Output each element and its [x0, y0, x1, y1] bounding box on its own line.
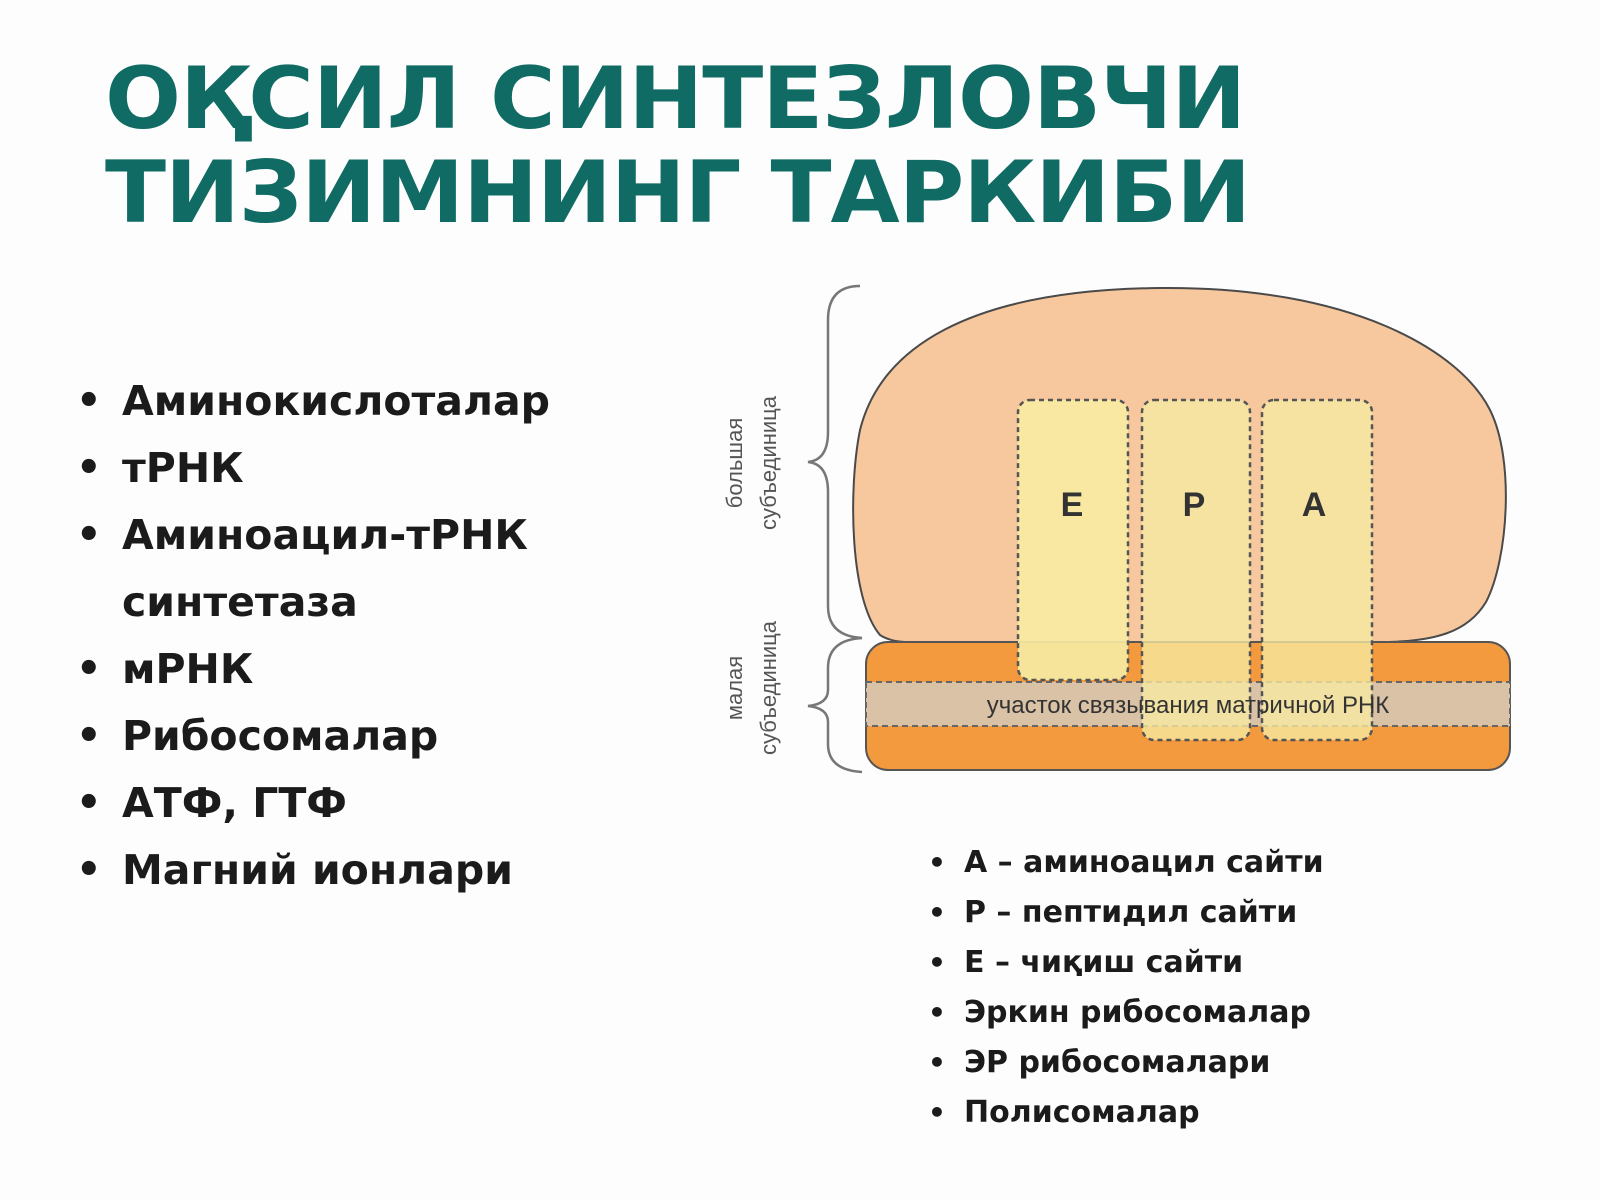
large-subunit-label-2: субъединица	[756, 395, 781, 530]
e-site	[1016, 398, 1130, 682]
list-item-mrna: мРНК	[72, 636, 722, 703]
legend-list: А – аминоацил сайти Р – пептидил сайти Е…	[928, 838, 1324, 1138]
legend-item-er-ribosomes: ЭР рибосомалари	[928, 1038, 1324, 1088]
a-site-label: A	[1302, 486, 1327, 524]
ribosome-diagram: E P A участок связывания матричной РНК б…	[722, 284, 1511, 774]
list-item-aminoacyl-trna-synthetase: Аминоацил-тРНК синтетаза	[72, 502, 722, 636]
small-subunit-brace	[807, 636, 863, 774]
list-item-atp-gtp: АТФ, ГТФ	[72, 770, 722, 837]
p-site-label: P	[1183, 486, 1206, 524]
title-line-1: ОҚСИЛ СИНТЕЗЛОВЧИ	[105, 49, 1246, 149]
legend-item-free-ribosomes: Эркин рибосомалар	[928, 988, 1324, 1038]
small-subunit-label-2: субъединица	[756, 620, 781, 755]
legend-item-p-site: Р – пептидил сайти	[928, 888, 1324, 938]
a-site	[1260, 398, 1374, 742]
title-line-2: ТИЗИМНИНГ ТАРКИБИ	[105, 143, 1251, 243]
list-item-ribosomes: Рибосомалар	[72, 703, 722, 770]
p-site	[1140, 398, 1252, 742]
large-subunit-brace	[807, 284, 863, 640]
large-subunit-label-1: большая	[722, 418, 747, 508]
list-item-aminoacids: Аминокислоталар	[72, 368, 722, 435]
components-list: Аминокислоталар тРНК Аминоацил-тРНК синт…	[72, 368, 722, 904]
page-title: ОҚСИЛ СИНТЕЗЛОВЧИ ТИЗИМНИНГ ТАРКИБИ	[105, 49, 1251, 243]
legend-item-e-site: Е – чиқиш сайти	[928, 938, 1324, 988]
legend-item-a-site: А – аминоацил сайти	[928, 838, 1324, 888]
list-item-magnesium-ions: Магний ионлари	[72, 837, 722, 904]
small-subunit-label-1: малая	[722, 656, 747, 720]
legend-item-polysomes: Полисомалар	[928, 1088, 1324, 1138]
list-item-trna: тРНК	[72, 435, 722, 502]
mrna-band-label: участок связывания матричной РНК	[987, 692, 1390, 719]
e-site-label: E	[1061, 486, 1084, 524]
